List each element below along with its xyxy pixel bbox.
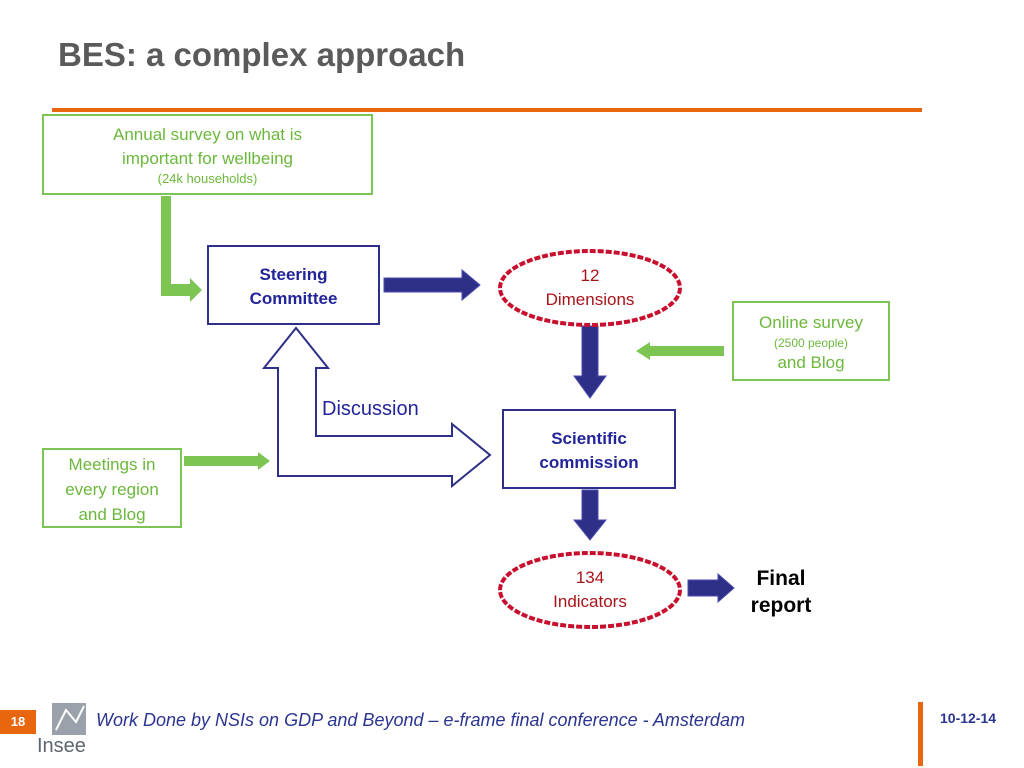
dimensions-label: 12 Dimensions bbox=[510, 264, 670, 312]
scientific-line2: commission bbox=[539, 453, 639, 472]
scientific-to-indicators-arrow bbox=[572, 489, 608, 541]
dimensions-ellipse bbox=[498, 249, 682, 327]
dimensions-word: Dimensions bbox=[545, 290, 635, 309]
online-survey-box: Online survey (2500 people) and Blog bbox=[732, 301, 890, 381]
online-survey-line3: and Blog bbox=[777, 353, 845, 372]
slide-title: BES: a complex approach bbox=[58, 36, 466, 73]
meetings-line3: and Blog bbox=[78, 505, 146, 524]
scientific-commission-box: Scientific commission bbox=[502, 409, 676, 489]
discussion-label: Discussion bbox=[322, 398, 419, 420]
annual-survey-arrow bbox=[161, 196, 202, 302]
final-report-label: Final report bbox=[740, 565, 822, 619]
footer-caption: Work Done by NSIs on GDP and Beyond – e-… bbox=[96, 710, 745, 730]
annual-survey-line3: (24k households) bbox=[157, 171, 258, 186]
meetings-line2: every region bbox=[65, 480, 159, 499]
indicators-word: Indicators bbox=[553, 592, 627, 611]
meetings-box: Meetings in every region and Blog bbox=[42, 448, 182, 528]
online-survey-line2: (2500 people) bbox=[773, 336, 849, 350]
annual-survey-line2: important for wellbeing bbox=[121, 149, 294, 168]
steering-committee-box: Steering Committee bbox=[207, 245, 380, 325]
steering-to-dimensions-arrow bbox=[383, 268, 481, 302]
scientific-line1: Scientific bbox=[551, 429, 627, 448]
insee-logo-text: Insee bbox=[37, 735, 86, 757]
footer-date: 10-12-14 bbox=[940, 710, 997, 726]
annual-survey-line1: Annual survey on what is bbox=[113, 125, 302, 144]
online-survey-arrow bbox=[636, 342, 724, 360]
indicators-to-final-arrow bbox=[687, 572, 735, 604]
final-report-line2: report bbox=[750, 594, 812, 617]
discussion-arrow bbox=[261, 326, 492, 489]
steering-line1: Steering bbox=[259, 265, 328, 284]
footer-divider bbox=[918, 702, 923, 766]
indicators-ellipse bbox=[498, 551, 682, 629]
page-number: 18 bbox=[0, 710, 36, 734]
dimensions-count: 12 bbox=[580, 266, 600, 285]
indicators-count: 134 bbox=[575, 568, 605, 587]
final-report-line1: Final bbox=[756, 567, 806, 590]
meetings-line1: Meetings in bbox=[68, 455, 156, 474]
meetings-arrow bbox=[184, 452, 270, 470]
insee-logo-mark bbox=[52, 703, 86, 735]
indicators-label: 134 Indicators bbox=[510, 566, 670, 614]
title-divider bbox=[52, 108, 922, 112]
dimensions-to-scientific-arrow bbox=[573, 325, 607, 399]
steering-line2: Committee bbox=[249, 289, 338, 308]
online-survey-line1: Online survey bbox=[759, 313, 863, 332]
annual-survey-box: Annual survey on what is important for w… bbox=[42, 114, 373, 195]
